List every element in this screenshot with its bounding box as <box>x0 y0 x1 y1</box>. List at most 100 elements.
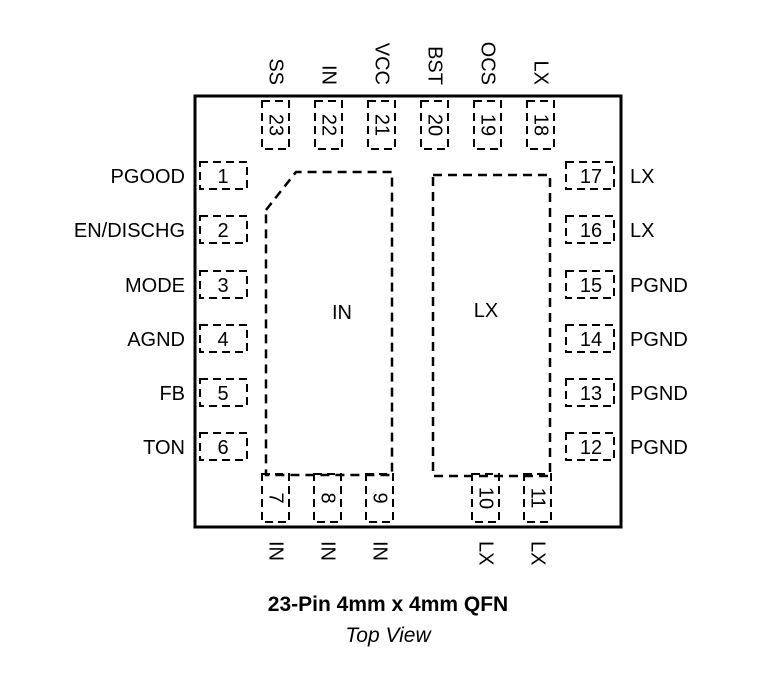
pin-6: 6 TON <box>143 432 248 461</box>
pin-number: 21 <box>371 114 393 136</box>
pin-number: 11 <box>527 488 549 509</box>
pin-name: MODE <box>125 275 185 297</box>
pin-name: IN <box>369 541 391 561</box>
top-pins: 23 SS 22 IN 21 VCC 20 BST 19 OCS 18 LX <box>261 42 555 150</box>
pin-pad <box>199 324 248 353</box>
pin-number: 18 <box>530 114 552 136</box>
pin-16: 16 LX <box>565 215 654 244</box>
pin-21: 21 VCC <box>367 43 396 150</box>
right-pins: 17 LX 16 LX 15 PGND 14 PGND 13 PGND 12 P… <box>565 161 688 461</box>
pin-name: LX <box>527 541 549 565</box>
bottom-pins: 7 IN 8 IN 9 IN 10 LX 11 LX <box>261 473 552 565</box>
pin-12: 12 PGND <box>565 432 688 461</box>
pin-pad <box>420 100 449 150</box>
exposed-pad-lx <box>431 173 552 478</box>
pin-name: PGND <box>630 383 688 405</box>
pin-pad <box>199 378 248 407</box>
pin-20: 20 BST <box>420 46 449 150</box>
pin-15: 15 PGND <box>565 270 688 299</box>
pin-pad <box>261 473 290 523</box>
pin-3: 3 MODE <box>125 270 248 299</box>
pin-number: 2 <box>217 220 228 242</box>
pin-pad <box>199 215 248 244</box>
pin-pad <box>199 432 248 461</box>
pin-name: IN <box>317 541 339 561</box>
pin-11: 11 LX <box>523 473 552 565</box>
pin-number: 16 <box>580 220 602 242</box>
pin-pad <box>473 100 502 150</box>
pin-name: PGOOD <box>111 166 185 188</box>
pin-number: 7 <box>265 492 287 503</box>
package-body <box>193 94 623 529</box>
pin-number: 13 <box>580 383 602 405</box>
pin-number: 1 <box>217 166 228 188</box>
pin-pad <box>471 473 500 523</box>
pin-name: VCC <box>371 43 393 85</box>
pin-pad <box>199 270 248 299</box>
pin-number: 10 <box>475 487 497 509</box>
pin-22: 22 IN <box>314 65 343 150</box>
caption-title: 23-Pin 4mm x 4mm QFN <box>267 593 509 616</box>
left-pins: 1 PGOOD 2 EN/DISCHG 3 MODE 4 AGND 5 FB 6… <box>74 161 248 461</box>
exposed-pad-in <box>264 170 394 477</box>
pin-name: SS <box>265 58 287 85</box>
pin-pad <box>565 215 615 244</box>
caption-subtitle: Top View <box>345 624 431 647</box>
pin-name: LX <box>630 220 654 242</box>
pin-pad <box>565 324 615 353</box>
pin-name: PGND <box>630 437 688 459</box>
pin-pad <box>565 161 615 190</box>
pin-name: LX <box>475 541 497 565</box>
pin-pad <box>526 100 555 150</box>
pin-number: 4 <box>217 329 228 351</box>
pin-name: LX <box>630 166 654 188</box>
exposed-pad-lx-label: LX <box>474 300 498 322</box>
pin-8: 8 IN <box>313 473 342 561</box>
pin-number: 15 <box>580 275 602 297</box>
pin-pad <box>313 473 342 523</box>
pin-name: TON <box>143 437 185 459</box>
pin-number: 17 <box>580 166 602 188</box>
pin-19: 19 OCS <box>473 42 502 150</box>
pin-1: 1 PGOOD <box>111 161 248 190</box>
pin-10: 10 LX <box>471 473 500 565</box>
pin-23: 23 SS <box>261 58 290 150</box>
pin-number: 8 <box>317 492 339 503</box>
pin-name: EN/DISCHG <box>74 220 185 242</box>
pin-pad <box>565 432 615 461</box>
pin-17: 17 LX <box>565 161 654 190</box>
pin-name: AGND <box>127 329 185 351</box>
pin-number: 12 <box>580 437 602 459</box>
pin-name: IN <box>318 65 340 85</box>
pin-number: 20 <box>424 114 446 136</box>
pin-4: 4 AGND <box>127 324 248 353</box>
pin-number: 9 <box>369 492 391 503</box>
pin-number: 14 <box>580 329 602 351</box>
pin-number: 5 <box>217 383 228 405</box>
pin-pad <box>365 473 394 523</box>
pin-name: PGND <box>630 329 688 351</box>
pin-pad <box>261 100 290 150</box>
pin-2: 2 EN/DISCHG <box>74 215 248 244</box>
pin-name: BST <box>424 46 446 85</box>
pin-18: 18 LX <box>526 61 555 150</box>
pin-pad <box>565 378 615 407</box>
pin-pad <box>565 270 615 299</box>
pin-number: 23 <box>265 114 287 136</box>
pin-13: 13 PGND <box>565 378 688 407</box>
exposed-pad-in-label: IN <box>332 302 352 324</box>
pin-pad <box>367 100 396 150</box>
pin-pad <box>314 100 343 150</box>
pin-name: OCS <box>477 42 499 85</box>
pin-number: 19 <box>477 114 499 136</box>
pin-number: 6 <box>217 437 228 459</box>
pin-pad <box>523 473 552 523</box>
pin-name: PGND <box>630 275 688 297</box>
pin-number: 22 <box>318 114 340 136</box>
pin-9: 9 IN <box>365 473 394 561</box>
pin-name: FB <box>159 383 185 405</box>
pin-pad <box>199 161 248 190</box>
pin-number: 3 <box>217 275 228 297</box>
pin-name: LX <box>530 61 552 85</box>
